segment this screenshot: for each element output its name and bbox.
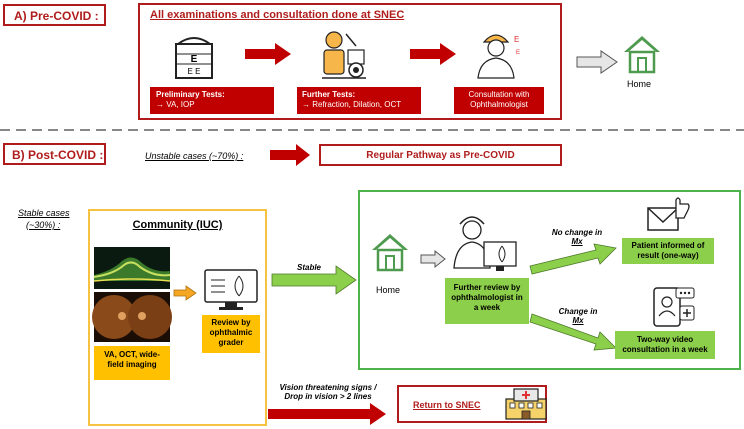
home-label: Home	[627, 79, 652, 89]
change-line2: Mx	[572, 316, 584, 325]
further-tests-box: Further Tests: → Refraction, Dilation, O…	[297, 87, 421, 114]
post-covid-label: B) Post-COVID :	[12, 148, 104, 162]
unstable-cases-label: Unstable cases (~70%) :	[145, 151, 244, 161]
monitor-icon	[204, 269, 258, 310]
home-icon	[624, 36, 660, 74]
red-arrow-return	[268, 403, 386, 425]
home-icon-post	[372, 234, 408, 272]
no-change-line1: No change in	[551, 228, 603, 237]
chart-letter-bottom: E E	[188, 67, 201, 76]
regular-pathway-box: Regular Pathway as Pre-COVID	[319, 144, 562, 166]
home-label-post: Home	[376, 285, 401, 295]
doctor-monitor-icon	[453, 216, 517, 271]
hospital-icon	[505, 388, 547, 420]
pre-covid-header: All examinations and consultation done a…	[150, 9, 405, 21]
pre-covid-label: A) Pre-COVID :	[14, 9, 99, 23]
patient-informed-box: Patient informed of result (one-way)	[622, 238, 714, 264]
further-title: Further Tests:	[302, 90, 356, 99]
community-title: Community (IUC)	[132, 219, 223, 231]
video-call-icon	[653, 287, 695, 327]
oct-scan-image	[93, 247, 171, 289]
stable-arrow-label: Stable	[297, 263, 322, 272]
red-arrow-1	[245, 43, 291, 65]
review-grader-text: Review by ophthalmic grader	[209, 318, 253, 347]
ophthalmologist-icon: E E	[477, 34, 520, 79]
consultation-text: Consultation with Ophthalmologist	[468, 90, 530, 109]
ophthalmologist-review-panel	[358, 190, 741, 370]
return-snec-text: Return to SNEC	[413, 400, 481, 410]
stable-cases-pct: (~30%) :	[26, 220, 61, 230]
preliminary-title: Preliminary Tests:	[156, 90, 225, 99]
imaging-label: VA, OCT, wide-field imaging	[104, 350, 160, 369]
vision-threat-label: Vision threatening signs / Drop in visio…	[272, 383, 384, 401]
two-way-video-text: Two-way video consultation in a week	[622, 335, 708, 354]
envelope-thumbs-up-icon	[647, 197, 690, 231]
refraction-device-icon	[322, 31, 366, 79]
pre-covid-label-box: A) Pre-COVID :	[3, 4, 106, 26]
further-review-box: Further review by ophthalmologist in a w…	[445, 278, 529, 324]
further-detail: → Refraction, Dilation, OCT	[302, 100, 402, 109]
preliminary-detail: → VA, IOP	[156, 100, 195, 109]
imaging-label-box: VA, OCT, wide-field imaging	[94, 346, 170, 380]
change-line1: Change in	[558, 307, 598, 316]
green-arrow-stable	[271, 265, 357, 295]
eye-chart-icon: E E E	[175, 37, 213, 79]
consultation-box: Consultation with Ophthalmologist	[454, 87, 544, 114]
no-change-label: No change in Mx	[548, 228, 606, 246]
post-covid-label-box: B) Post-COVID :	[3, 143, 106, 165]
svg-text:E: E	[514, 35, 519, 44]
green-arrow-no-change	[529, 243, 617, 275]
further-review-text: Further review by ophthalmologist in a w…	[451, 283, 523, 312]
red-arrow-2	[410, 43, 456, 65]
vision-line1: Vision threatening signs /	[279, 383, 377, 392]
fundus-image	[92, 292, 172, 342]
patient-informed-text: Patient informed of result (one-way)	[631, 241, 705, 260]
chart-letter-top: E	[191, 54, 198, 65]
grey-arrow-review	[420, 249, 446, 269]
section-divider	[0, 129, 744, 131]
yellow-arrow	[173, 285, 197, 301]
preliminary-tests-box: Preliminary Tests: → VA, IOP	[150, 87, 274, 114]
community-panel: Community (IUC)	[88, 209, 267, 426]
stable-cases-title: Stable cases	[18, 208, 70, 218]
regular-pathway-text: Regular Pathway as Pre-COVID	[366, 150, 515, 161]
red-arrow-unstable	[270, 144, 310, 166]
change-label: Change in Mx	[552, 307, 604, 325]
vision-line2: Drop in vision > 2 lines	[284, 392, 372, 401]
review-grader-box: Review by ophthalmic grader	[202, 315, 260, 353]
svg-text:E: E	[516, 50, 520, 56]
no-change-line2: Mx	[571, 237, 583, 246]
grey-arrow-home	[576, 50, 618, 74]
green-arrow-change	[529, 313, 617, 351]
two-way-video-box: Two-way video consultation in a week	[615, 331, 715, 359]
